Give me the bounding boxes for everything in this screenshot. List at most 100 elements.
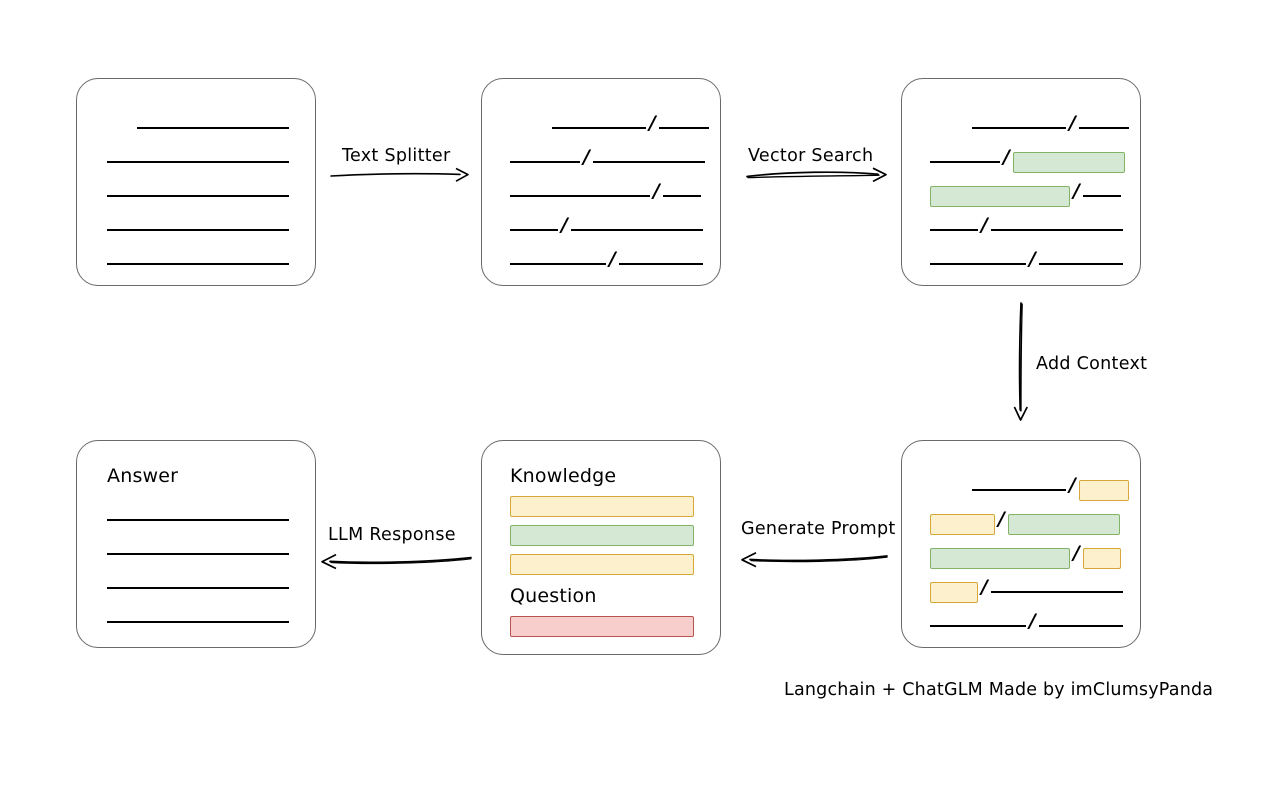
slash-separator: / [1069, 111, 1076, 134]
matched-document-rows: / / / / / [902, 79, 1140, 285]
source-document-card[interactable] [76, 78, 316, 286]
slash-separator: / [649, 111, 656, 134]
text-line-segment [930, 161, 1000, 163]
answer-label: Answer [107, 465, 179, 487]
edge-generate-prompt-label: Generate Prompt [741, 519, 896, 539]
slash-separator: / [998, 507, 1005, 530]
slash-separator: / [1069, 473, 1076, 496]
prompt-card[interactable]: Knowledge Question [481, 440, 721, 655]
slash-separator: / [1073, 179, 1080, 202]
text-line-segment [510, 161, 580, 163]
answer-rows [77, 441, 315, 647]
document-line [107, 577, 289, 599]
edge-llm-response-label: LLM Response [328, 525, 456, 545]
document-line: / [930, 609, 1123, 637]
text-line-segment [1078, 127, 1129, 129]
split-document-card[interactable]: / / / / / [481, 78, 721, 286]
highlight-chip-green [930, 547, 1070, 569]
slash-separator: / [583, 145, 590, 168]
text-line-segment [510, 263, 606, 265]
document-line: / [510, 249, 703, 275]
prompt-bar-yellow [510, 554, 694, 575]
edge-text-splitter-label: Text Splitter [342, 146, 451, 166]
question-label: Question [510, 585, 597, 607]
text-line-segment [107, 553, 289, 555]
context-document-card[interactable]: / / / / / [901, 440, 1141, 648]
document-line: / [930, 541, 1121, 569]
text-line-segment [972, 127, 1066, 129]
context-document-rows: / / / / / [902, 441, 1140, 647]
document-line [107, 151, 289, 173]
text-line-segment [107, 587, 289, 589]
text-line-segment [107, 263, 289, 265]
text-line-segment [930, 625, 1026, 627]
answer-card[interactable]: Answer [76, 440, 316, 648]
text-line-segment [662, 195, 701, 197]
edge-generate-prompt [740, 546, 888, 572]
text-line-segment [990, 229, 1123, 231]
slash-separator: / [981, 213, 988, 236]
footer-credit: Langchain + ChatGLM Made by imClumsyPand… [784, 680, 1214, 700]
text-line-segment [107, 621, 289, 623]
text-line-segment [552, 127, 646, 129]
document-line: / [972, 111, 1129, 139]
document-line [107, 219, 289, 241]
slash-separator: / [981, 575, 988, 598]
document-line [107, 611, 289, 633]
split-document-rows: / / / / / [482, 79, 720, 285]
edge-vector-search [746, 162, 888, 188]
edge-text-splitter [330, 162, 470, 188]
text-line-segment [107, 161, 289, 163]
slash-separator: / [1029, 609, 1036, 632]
document-line: / [930, 213, 1123, 241]
document-line [107, 253, 289, 275]
document-line: / [930, 575, 1123, 603]
text-line-segment [618, 263, 703, 265]
document-line [107, 543, 289, 565]
text-line-segment [972, 489, 1066, 491]
text-line-segment [107, 229, 289, 231]
slash-separator: / [1073, 541, 1080, 564]
knowledge-label: Knowledge [510, 465, 617, 487]
text-line-segment [107, 195, 289, 197]
slash-separator: / [561, 213, 568, 236]
edge-vector-search-label: Vector Search [748, 146, 874, 166]
document-line: / [972, 473, 1129, 501]
highlight-chip-green [1012, 151, 1125, 173]
source-document-rows [77, 79, 315, 285]
document-line [137, 117, 289, 139]
document-line: / [930, 179, 1121, 207]
document-line: / [510, 179, 701, 207]
text-line-segment [592, 161, 705, 163]
highlight-chip-yellow [930, 513, 995, 535]
text-line-segment [570, 229, 703, 231]
document-line: / [552, 111, 709, 139]
document-line: / [930, 507, 1120, 535]
text-line-segment [107, 519, 289, 521]
text-line-segment [1038, 625, 1123, 627]
document-line: / [930, 145, 1125, 173]
edge-llm-response [320, 548, 472, 574]
highlight-chip-yellow [1082, 547, 1121, 569]
slash-separator: / [1029, 247, 1036, 270]
slash-separator: / [653, 179, 660, 202]
text-line-segment [1038, 263, 1123, 265]
text-line-segment [137, 127, 289, 129]
highlight-chip-green [930, 185, 1070, 207]
document-line: / [510, 145, 705, 173]
matched-document-card[interactable]: / / / / / [901, 78, 1141, 286]
text-line-segment [930, 263, 1026, 265]
text-line-segment [1082, 195, 1121, 197]
text-line-segment [658, 127, 709, 129]
text-line-segment [930, 229, 978, 231]
highlight-chip-green [1007, 513, 1120, 535]
edge-add-context [1008, 302, 1036, 422]
slash-separator: / [1003, 145, 1010, 168]
text-line-segment [510, 195, 650, 197]
document-line [107, 185, 289, 207]
highlight-chip-yellow [930, 581, 978, 603]
highlight-chip-yellow [1078, 479, 1129, 501]
text-line-segment [510, 229, 558, 231]
prompt-bar-yellow [510, 496, 694, 517]
prompt-bar-red [510, 616, 694, 637]
